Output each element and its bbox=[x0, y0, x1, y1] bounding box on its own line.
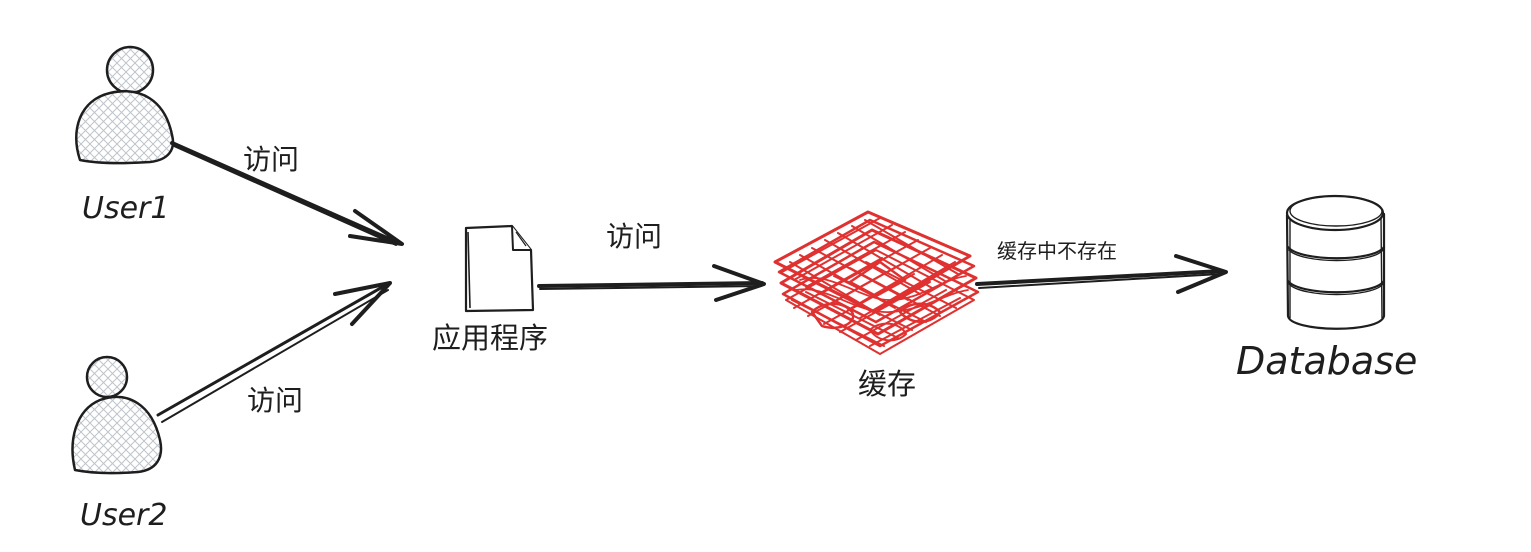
edge-label-app: 访问 bbox=[606, 220, 662, 253]
person-icon bbox=[75, 45, 175, 165]
user2-label: User2 bbox=[80, 498, 167, 533]
person-icon bbox=[71, 355, 163, 475]
cache-label: 缓存 bbox=[858, 367, 916, 401]
document-icon bbox=[464, 224, 535, 313]
user1-label: User1 bbox=[82, 191, 169, 226]
edge-label-user2: 访问 bbox=[247, 384, 303, 417]
database-label: Database bbox=[1236, 339, 1417, 383]
user1-node[interactable]: User1 bbox=[75, 45, 175, 226]
app-label: 应用程序 bbox=[432, 321, 548, 355]
arrow-user1-to-app: 访问 bbox=[170, 141, 404, 246]
arrow-cache-to-db: 缓存中不存在 bbox=[975, 239, 1228, 294]
database-icon bbox=[1285, 194, 1386, 330]
arrow-user2-to-app: 访问 bbox=[156, 281, 392, 423]
cache-stack-icon bbox=[773, 210, 980, 355]
arrow-app-to-cache: 访问 bbox=[537, 220, 766, 302]
cache-node[interactable]: 缓存 bbox=[773, 210, 980, 401]
app-node[interactable]: 应用程序 bbox=[432, 224, 548, 355]
database-node[interactable]: Database bbox=[1236, 194, 1417, 383]
edge-label-cache: 缓存中不存在 bbox=[997, 239, 1117, 263]
user2-node[interactable]: User2 bbox=[71, 355, 168, 533]
edge-label-user1: 访问 bbox=[243, 143, 299, 176]
